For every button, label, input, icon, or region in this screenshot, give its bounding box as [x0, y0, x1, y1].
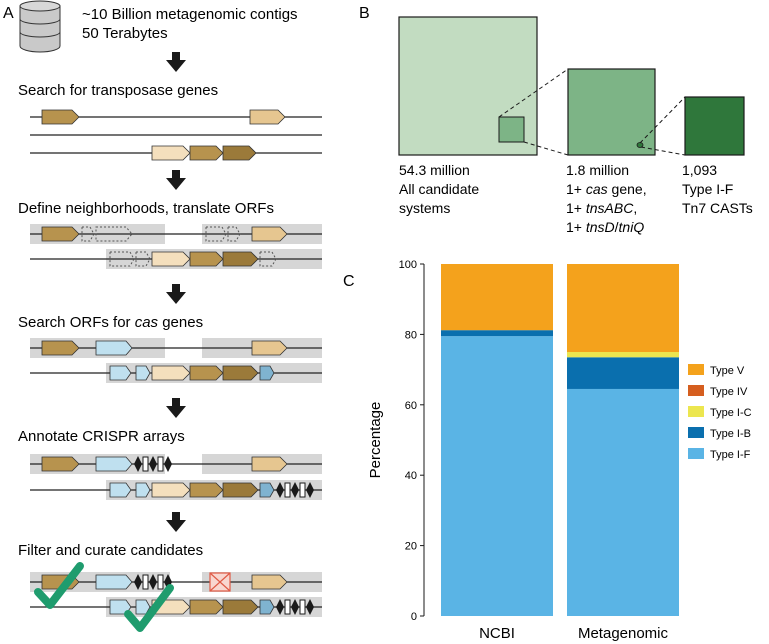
panel-c-letter: C	[343, 273, 355, 290]
down-arrow-icon	[166, 284, 186, 304]
checkmark-icon	[34, 562, 84, 609]
box2-label-line3: 1+ tnsD/tniQ	[566, 219, 644, 235]
box1-count: 54.3 million	[399, 162, 470, 178]
y-tick-label: 20	[405, 541, 417, 553]
tns-gene	[151, 145, 191, 161]
crispr-array	[134, 456, 172, 472]
flow-arrows	[166, 52, 186, 532]
database-size-text: ~10 Billion metagenomic contigs	[82, 6, 298, 23]
x-tick-label: Metagenomic	[578, 625, 669, 642]
subset-box	[498, 116, 525, 143]
step-3-label: Search ORFs for cas genes	[18, 314, 203, 331]
box1-label-line2: systems	[399, 200, 450, 216]
box3-label-line2: Tn7 CASTs	[682, 200, 753, 216]
checkmark-icon	[124, 584, 174, 632]
y-tick-label: 0	[411, 611, 417, 623]
funnel-boxes	[398, 16, 745, 156]
y-axis-label: Percentage	[367, 402, 384, 479]
legend-swatch	[688, 364, 704, 375]
transposase-gene	[41, 109, 80, 125]
legend-label: Type I-C	[710, 407, 752, 419]
y-tick-label: 40	[405, 470, 417, 482]
bar-segment	[567, 388, 679, 616]
step-4-crispr	[30, 454, 322, 500]
box2-label-line1: 1+ cas gene,	[566, 181, 647, 197]
bar-segment	[441, 264, 553, 331]
step-1-contigs	[30, 109, 322, 161]
bar-segment	[567, 357, 679, 389]
step-2-label: Define neighborhoods, translate ORFs	[18, 200, 274, 217]
step-2-neighborhoods	[30, 224, 322, 269]
panel-a-letter: A	[3, 5, 14, 22]
cas-tns-box	[567, 68, 656, 156]
reject-x-icon	[209, 572, 231, 592]
legend-swatch	[688, 406, 704, 417]
database-volume-text: 50 Terabytes	[82, 25, 168, 42]
down-arrow-icon	[166, 170, 186, 190]
legend-swatch	[688, 427, 704, 438]
down-arrow-icon	[166, 398, 186, 418]
transposase-gene	[249, 109, 286, 125]
database-icon	[19, 0, 61, 53]
tns-gene	[222, 145, 257, 161]
step-1-label: Search for transposase genes	[18, 82, 218, 99]
step-4-label: Annotate CRISPR arrays	[18, 428, 185, 445]
bar-segment	[567, 264, 679, 352]
legend-label: Type V	[710, 365, 745, 377]
bar-segment	[567, 352, 679, 358]
box2-label-line2: 1+ tnsABC,	[566, 200, 637, 216]
legend-label: Type I-B	[710, 428, 751, 440]
crispr-array	[276, 482, 314, 498]
step-5-curation	[30, 562, 322, 632]
box3-count: 1,093	[682, 162, 717, 178]
legend-label: Type IV	[710, 386, 748, 398]
step-3-cas-genes	[30, 338, 322, 383]
y-tick-label: 100	[399, 259, 417, 271]
legend-swatch	[688, 448, 704, 459]
step-5-label: Filter and curate candidates	[18, 542, 203, 559]
legend-label: Type I-F	[710, 449, 751, 461]
y-tick-label: 80	[405, 329, 417, 341]
box1-label-line1: All candidate	[399, 181, 479, 197]
bar-segment	[441, 336, 553, 616]
down-arrow-icon	[166, 512, 186, 532]
panel-b-letter: B	[359, 5, 370, 22]
tns-gene	[189, 145, 224, 161]
down-arrow-icon	[166, 52, 186, 72]
x-tick-label: NCBI	[479, 625, 515, 642]
bar-segment	[441, 330, 553, 337]
legend-swatch	[688, 385, 704, 396]
cas-gene	[95, 340, 133, 356]
cast-box	[684, 96, 745, 156]
y-tick-label: 60	[405, 400, 417, 412]
box3-label-line1: Type I-F	[682, 181, 733, 197]
box2-count: 1.8 million	[566, 162, 629, 178]
